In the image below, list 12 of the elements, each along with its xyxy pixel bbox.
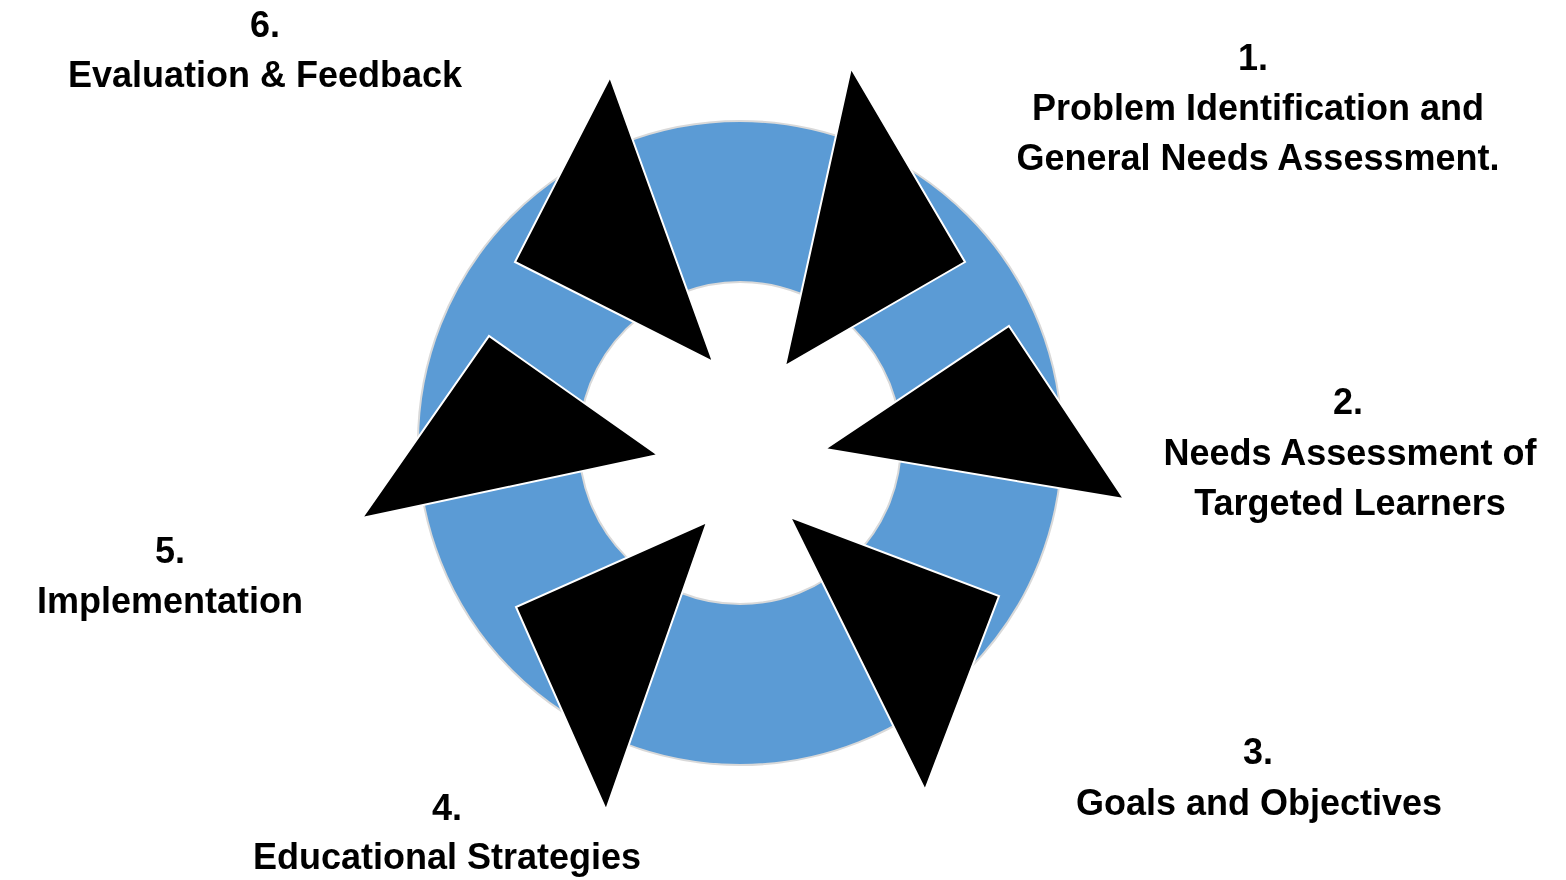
step-number: 1. [1237, 36, 1269, 80]
step-label: Implementation [36, 579, 304, 623]
step-label: Needs Assessment of Targeted Learners [1162, 431, 1538, 525]
step-number: 4. [431, 786, 463, 830]
step-label: Educational Strategies [251, 835, 643, 879]
step-number: 6. [249, 3, 281, 47]
step-number: 3. [1242, 730, 1274, 774]
step-label: Problem Identification and General Needs Assessment. [1015, 86, 1501, 180]
step-number: 5. [154, 529, 186, 573]
step-label: Evaluation & Feedback [66, 53, 464, 97]
step-label: Goals and Objectives [1074, 781, 1444, 825]
step-number: 2. [1332, 380, 1364, 424]
